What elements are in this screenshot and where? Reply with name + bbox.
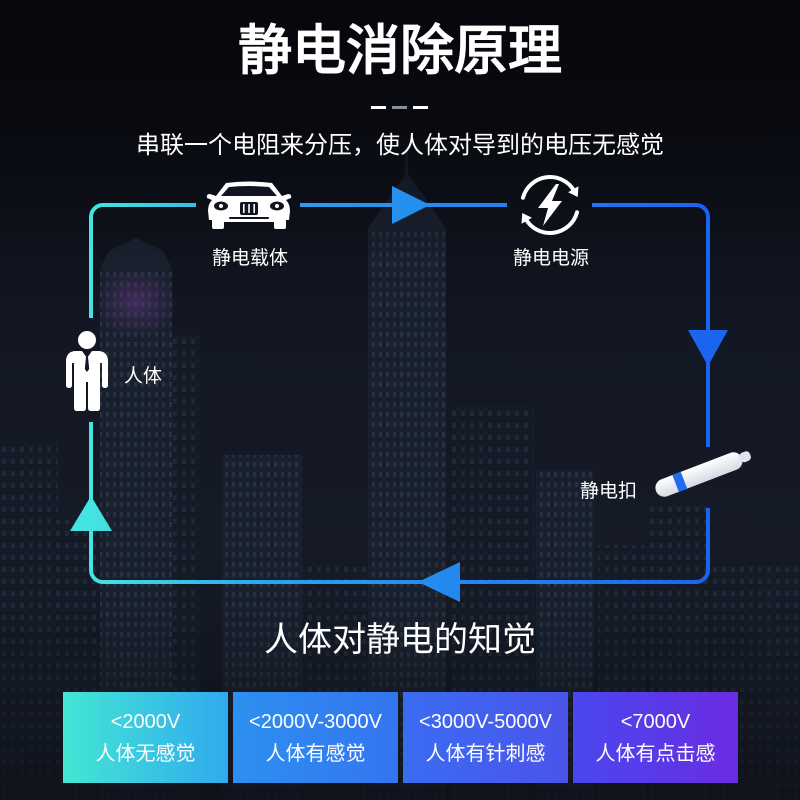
circuit-wire	[89, 422, 710, 584]
car-grille-bar	[243, 204, 245, 213]
car-grille-bar	[253, 204, 255, 213]
car-bumper-slit	[229, 217, 269, 219]
person-tie	[84, 357, 90, 372]
title-divider-dash	[413, 106, 428, 109]
lightning-bolt	[538, 184, 562, 226]
flow-arrow-right-icon	[392, 186, 430, 224]
perception-level-card: <3000V-5000V 人体有针刺感	[403, 692, 568, 783]
static-button-band	[672, 471, 688, 492]
person-body	[66, 351, 108, 411]
car-headlight-lamp	[275, 204, 279, 208]
perception-level-card: <2000V 人体无感觉	[63, 692, 228, 783]
level-voltage: <3000V-5000V	[419, 710, 552, 733]
title-divider-dash	[371, 106, 386, 109]
level-voltage: <2000V	[110, 710, 181, 733]
sync-arc	[523, 210, 580, 235]
flow-arrow-up-icon	[70, 496, 112, 531]
human-label: 人体	[124, 365, 163, 387]
static-button-body	[655, 452, 743, 497]
perception-level-card: <2000V-3000V 人体有感觉	[233, 692, 398, 783]
page-title: 静电消除原理	[238, 19, 562, 82]
circuit-wire	[89, 203, 196, 318]
person-collar	[82, 351, 92, 358]
source-label: 静电电源	[512, 247, 589, 269]
circuit-wire	[592, 203, 710, 447]
flow-arrow-down-icon	[688, 330, 728, 366]
static-button-tip	[739, 451, 751, 463]
level-feeling: 人体有针刺感	[425, 742, 546, 765]
title-divider-dash	[392, 106, 407, 109]
car-grille-bar	[248, 204, 250, 213]
person-head	[78, 331, 96, 349]
building-light-glow	[94, 266, 178, 338]
person-icon	[66, 331, 108, 411]
static-button-label: 静电扣	[580, 480, 638, 502]
level-feeling: 人体有点击感	[595, 742, 716, 765]
circuit-loop	[89, 203, 710, 584]
car-icon	[206, 181, 292, 229]
car-windshield	[221, 186, 277, 196]
car-headlight-lamp	[219, 204, 223, 208]
flow-arrow-left-icon	[418, 562, 460, 602]
level-voltage: <2000V-3000V	[249, 710, 382, 733]
lightning-sync-icon	[520, 175, 580, 235]
perception-level-card: <7000V 人体有点击感	[573, 692, 738, 783]
sync-arrowhead	[568, 186, 579, 198]
static-button-icon	[655, 451, 751, 497]
level-feeling: 人体有感觉	[265, 742, 366, 765]
level-voltage: <7000V	[620, 710, 691, 733]
sync-arc	[520, 175, 577, 200]
sync-arrowhead	[521, 212, 532, 224]
carrier-label: 静电载体	[211, 247, 288, 269]
perception-heading: 人体对静电的知觉	[264, 620, 536, 660]
page-subtitle: 串联一个电阻来分压，使人体对导到的电压无感觉	[136, 131, 664, 159]
level-feeling: 人体无感觉	[95, 742, 196, 765]
